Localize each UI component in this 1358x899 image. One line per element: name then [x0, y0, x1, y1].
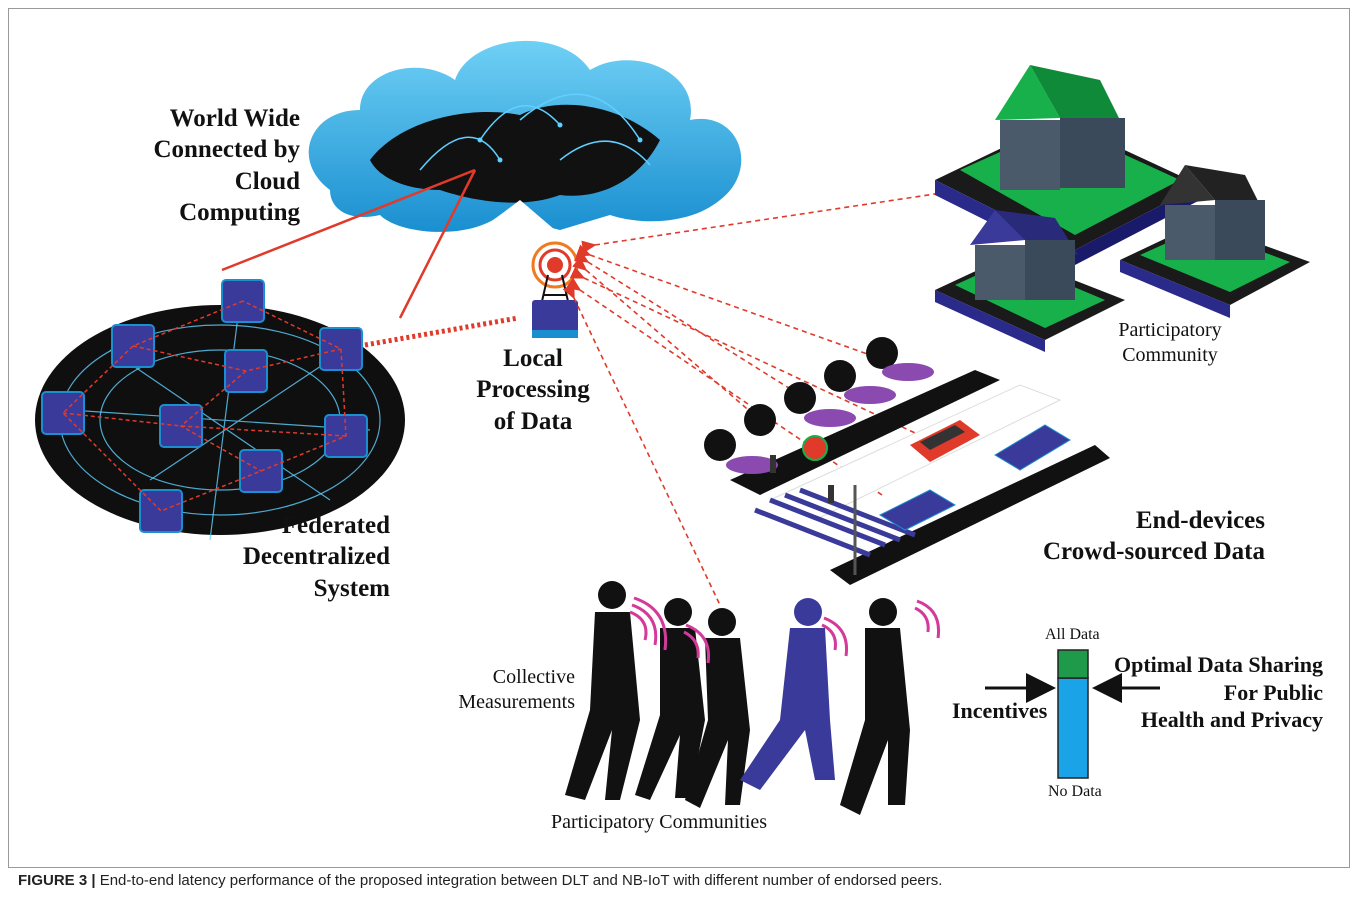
data-sharing-bar [1057, 649, 1089, 779]
incentives-label: Incentives [952, 698, 1048, 723]
community-label: Participatory Community [1100, 318, 1240, 368]
figure-frame [8, 8, 1350, 868]
end-devices-label-line2: Crowd-sourced Data [1043, 538, 1265, 566]
end-devices-label-line1: End-devices [1135, 507, 1265, 534]
federated-label-line1: Federated [281, 512, 390, 539]
communities-label: Participatory Communities [551, 811, 768, 833]
optimal-label-line1: Optimal Data Sharing [1113, 652, 1323, 677]
signal-waves-icon [629, 596, 941, 664]
cloud-label-line1: World Wide [169, 105, 300, 132]
traffic-light-icon [770, 455, 776, 473]
end-devices-label: End-devices Crowd-sourced Data [990, 505, 1265, 568]
federated-label-line2: Decentralized [242, 543, 390, 571]
federated-label: Federated Decentralized System [190, 510, 390, 604]
figure-caption: FIGURE 3 | End-to-end latency performanc… [18, 872, 1338, 889]
caption-text: End-to-end latency performance of the pr… [95, 872, 943, 889]
federated-label-line3: System [313, 574, 390, 602]
cloud-label-line3: Cloud Computing [179, 167, 300, 226]
all-data-label: All Data [1045, 626, 1100, 643]
local-links [562, 182, 1009, 606]
car-icon-red [910, 420, 980, 462]
collective-label-line1: Collective [492, 666, 575, 688]
house-icon-blue [935, 210, 1125, 352]
cloud-links [221, 168, 477, 319]
house-icon-green [935, 65, 1200, 265]
local-label-line1: Local [503, 345, 563, 372]
optimal-label-line2: For Public [1223, 679, 1323, 705]
community-label-line2: Community [1122, 344, 1218, 366]
collective-label: Collective Measurements [440, 665, 575, 715]
local-label-line3: of Data [493, 407, 573, 435]
federated-local-link [364, 315, 519, 348]
caption-prefix: FIGURE 3 | [18, 872, 96, 889]
collective-label-line2: Measurements [458, 691, 575, 713]
optimal-label: Optimal Data Sharing For Public Health a… [1080, 651, 1323, 734]
house-icon-dark [1120, 165, 1310, 318]
cloud-label-line2: Connected by [153, 136, 300, 164]
tower-icon [531, 241, 579, 338]
no-data-label: No Data [1048, 783, 1102, 800]
bar-no-data [1057, 677, 1089, 779]
signal-icon [802, 435, 828, 461]
local-label-line2: Processing [476, 376, 590, 404]
community-label-line1: Participatory [1118, 319, 1222, 341]
optimal-label-line3: Health and Privacy [1140, 707, 1323, 732]
local-label: Local Processing of Data [448, 343, 618, 437]
federated-network-icon [35, 279, 405, 541]
cloud-computing-icon [308, 40, 742, 232]
car-icon-blue [878, 424, 1071, 531]
cloud-label: World Wide Connected by Cloud Computing [120, 103, 300, 228]
people-icon [565, 581, 910, 815]
street-scene-icon [704, 337, 1110, 585]
